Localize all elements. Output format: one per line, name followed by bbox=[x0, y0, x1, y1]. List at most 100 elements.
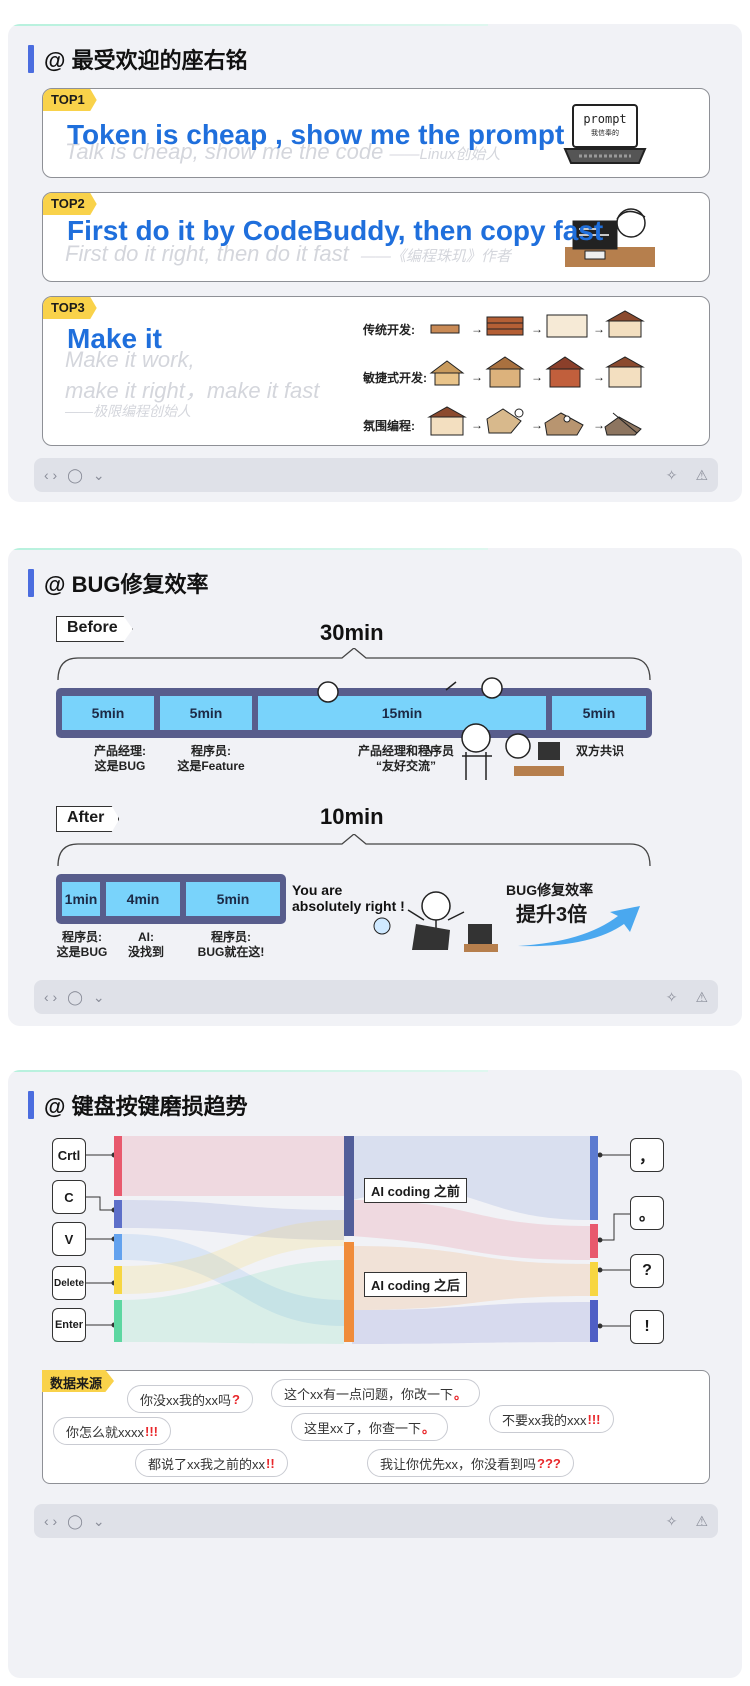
quote-bubble-1: 你没xx我的xx吗? bbox=[127, 1385, 253, 1413]
quote-bubble-2: 这个xx有一点问题，你改一下。 bbox=[271, 1379, 481, 1407]
before-label-3: 产品经理和程序员“友好交流” bbox=[357, 744, 454, 773]
card2-toolbar: ‹ › ◯ ⌄ ✧ ⚠ bbox=[34, 980, 718, 1014]
node-after-ai bbox=[344, 1242, 354, 1342]
after-flag: After bbox=[56, 806, 120, 832]
bug-fix-card: @ BUG修复效率 Before 30min 5min 5min 15min 5… bbox=[8, 548, 742, 1026]
vibe-dev-icons: → → → bbox=[427, 406, 642, 436]
sankey-flows bbox=[122, 1136, 590, 1344]
before-seg-2: 5min bbox=[160, 696, 252, 730]
key-ctrl: Crtl bbox=[52, 1138, 86, 1172]
card-title: @ BUG修复效率 bbox=[28, 568, 208, 598]
card-title: @ 最受欢迎的座右铭 bbox=[28, 44, 248, 74]
chevron-down-icon[interactable]: ⌄ bbox=[92, 988, 105, 1005]
key-c: C bbox=[52, 1180, 86, 1214]
before-label-1: 产品经理:这是BUG bbox=[94, 744, 146, 773]
comment-icon[interactable]: ◯ bbox=[67, 1512, 83, 1529]
title-accent-bar bbox=[28, 45, 34, 73]
svg-text:我信奉的: 我信奉的 bbox=[591, 128, 619, 137]
node-period bbox=[590, 1224, 598, 1258]
svg-text:→: → bbox=[531, 370, 543, 384]
top3-quote: Make it bbox=[67, 323, 162, 354]
comment-icon[interactable]: ◯ bbox=[67, 466, 83, 483]
quote-bubble-4: 这里xx了，你查一下。 bbox=[291, 1413, 449, 1441]
code-icon[interactable]: ‹ › bbox=[44, 467, 58, 483]
quote-bubble-3: 你怎么就xxxx!!! bbox=[53, 1417, 172, 1445]
after-total-time: 10min bbox=[320, 804, 384, 829]
code-icon[interactable]: ‹ › bbox=[44, 989, 58, 1005]
top1-ghost-quote: Talk is cheap, show me the code ——Linux创… bbox=[65, 139, 501, 164]
warning-icon[interactable]: ⚠ bbox=[695, 466, 708, 483]
sparkle-icon[interactable]: ✧ bbox=[665, 466, 678, 483]
rising-arrow-icon bbox=[518, 906, 640, 947]
quote-bubble-5: 不要xx我的xxx!!! bbox=[489, 1405, 614, 1433]
node-comma bbox=[590, 1136, 598, 1220]
top2-box: TOP2 First do it right, then do it fast … bbox=[42, 192, 710, 282]
svg-text:→: → bbox=[593, 370, 605, 384]
before-seg-4: 5min bbox=[552, 696, 646, 730]
before-timeline: 5min 5min 15min 5min bbox=[56, 688, 652, 738]
row-traditional-label: 传统开发: bbox=[363, 323, 415, 337]
svg-text:→: → bbox=[531, 418, 543, 432]
keyboard-wear-card: @ 键盘按键磨损趋势 Crtl C V Delete Enter bbox=[8, 1070, 742, 1678]
key-v: V bbox=[52, 1222, 86, 1256]
svg-text:→: → bbox=[471, 418, 483, 432]
title-accent-bar bbox=[28, 569, 34, 597]
code-icon[interactable]: ‹ › bbox=[44, 1513, 58, 1529]
arguing-people-illustration bbox=[317, 677, 564, 780]
punc-question: ? bbox=[630, 1254, 664, 1288]
laptop-illustration: prompt 我信奉的 bbox=[563, 104, 647, 164]
coder-illustration bbox=[565, 208, 655, 267]
sparkle-icon[interactable]: ✧ bbox=[665, 988, 678, 1005]
top3-ghost-l1: Make it work, bbox=[65, 347, 195, 372]
key-delete: Delete bbox=[52, 1266, 86, 1300]
comment-icon[interactable]: ◯ bbox=[67, 988, 83, 1005]
before-label-4: 双方共识 bbox=[575, 744, 624, 758]
after-label-1: 程序员:这是BUG bbox=[56, 930, 108, 959]
happy-coder-illustration bbox=[373, 891, 498, 952]
node-exclaim bbox=[590, 1300, 598, 1342]
title-accent-bar bbox=[28, 1091, 34, 1119]
svg-text:→: → bbox=[593, 322, 605, 336]
node-delete bbox=[114, 1266, 122, 1294]
chevron-down-icon[interactable]: ⌄ bbox=[92, 466, 105, 483]
card-title: @ 键盘按键磨损趋势 bbox=[28, 1090, 248, 1120]
after-seg-2: 4min bbox=[106, 882, 180, 916]
top1-quote: Token is cheap , show me the prompt bbox=[67, 119, 565, 150]
after-label-3: 程序员:BUG就在这! bbox=[197, 930, 265, 959]
punc-comma: ， bbox=[630, 1138, 664, 1172]
punc-period: 。 bbox=[630, 1196, 664, 1230]
node-question bbox=[590, 1262, 598, 1296]
top3-box: TOP3 Make it Make it work, make it right… bbox=[42, 296, 710, 446]
top2-ghost-quote: First do it right, then do it fast ——《编程… bbox=[65, 241, 511, 266]
before-flag: Before bbox=[56, 616, 133, 642]
punc-connectors bbox=[598, 1152, 630, 1329]
result-line1: BUG修复效率 bbox=[506, 882, 594, 898]
before-label-2: 程序员:这是Feature bbox=[177, 744, 245, 773]
quote-bubble-7: 我让你优先xx，你没看到吗??? bbox=[367, 1449, 574, 1477]
top3-ghost-author: ——极限编程创始人 bbox=[65, 403, 191, 419]
after-timeline: 1min 4min 5min bbox=[56, 874, 286, 924]
node-ctrl bbox=[114, 1136, 122, 1196]
laptop-text: prompt bbox=[583, 112, 626, 126]
top1-tag: TOP1 bbox=[43, 89, 97, 111]
sparkle-icon[interactable]: ✧ bbox=[665, 1512, 678, 1529]
punc-exclaim: ! bbox=[630, 1310, 664, 1344]
row-vibe-label: 氛围编程: bbox=[363, 419, 415, 433]
node-enter bbox=[114, 1300, 122, 1342]
node-v bbox=[114, 1234, 122, 1260]
warning-icon[interactable]: ⚠ bbox=[695, 1512, 708, 1529]
svg-text:→: → bbox=[471, 322, 483, 336]
top3-tag: TOP3 bbox=[43, 297, 97, 319]
chevron-down-icon[interactable]: ⌄ bbox=[92, 1512, 105, 1529]
after-label-2: AI:没找到 bbox=[127, 930, 164, 959]
key-enter: Enter bbox=[52, 1308, 86, 1342]
data-source-tag: 数据来源 bbox=[42, 1370, 115, 1392]
svg-text:→: → bbox=[471, 370, 483, 384]
svg-text:→: → bbox=[593, 418, 605, 432]
warning-icon[interactable]: ⚠ bbox=[695, 988, 708, 1005]
after-seg-1: 1min bbox=[62, 882, 100, 916]
before-seg-3: 15min bbox=[258, 696, 546, 730]
after-seg-3: 5min bbox=[186, 882, 280, 916]
before-seg-1: 5min bbox=[62, 696, 154, 730]
